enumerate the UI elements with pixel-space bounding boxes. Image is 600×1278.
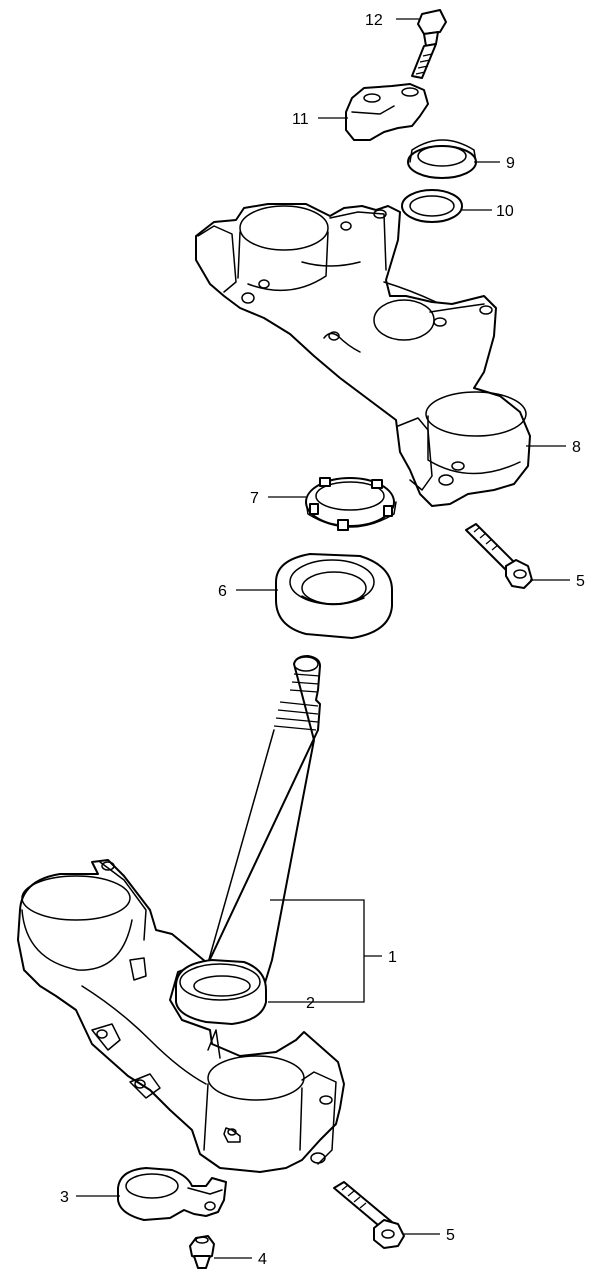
part-12-bolt bbox=[411, 9, 447, 79]
callout-4: 4 bbox=[258, 1251, 267, 1268]
part-11-handlebar-holder bbox=[345, 83, 429, 141]
callout-9: 9 bbox=[506, 155, 515, 172]
part-1-lower-bracket bbox=[17, 859, 345, 1173]
callout-7: 7 bbox=[250, 490, 259, 507]
part-6-bearing bbox=[275, 553, 393, 639]
part-10-washer bbox=[401, 189, 463, 223]
part-5-bolt-upper bbox=[465, 523, 533, 589]
callout-10: 10 bbox=[496, 203, 514, 220]
leader-lines bbox=[76, 18, 570, 1259]
part-2-dust-seal bbox=[175, 959, 267, 1025]
part-1-steering-stem bbox=[203, 655, 321, 991]
callout-12: 12 bbox=[365, 12, 383, 29]
part-9-nut bbox=[407, 139, 477, 179]
callout-labels: 12 11 9 10 8 7 5 6 1 2 3 5 4 bbox=[60, 12, 585, 1268]
callout-6: 6 bbox=[218, 583, 227, 600]
part-8-upper-bracket bbox=[195, 203, 531, 507]
callout-5-upper: 5 bbox=[576, 573, 585, 590]
callout-8: 8 bbox=[572, 439, 581, 456]
callout-5-lower: 5 bbox=[446, 1227, 455, 1244]
part-5-bolt-lower bbox=[333, 1181, 405, 1249]
part-7-steering-stem-nut bbox=[305, 477, 397, 531]
part-3-clamp bbox=[117, 1167, 227, 1221]
part-4-bolt bbox=[189, 1235, 215, 1269]
callout-1: 1 bbox=[388, 949, 397, 966]
callout-2: 2 bbox=[306, 995, 315, 1012]
callout-11: 11 bbox=[292, 111, 309, 128]
callout-3: 3 bbox=[60, 1189, 69, 1206]
